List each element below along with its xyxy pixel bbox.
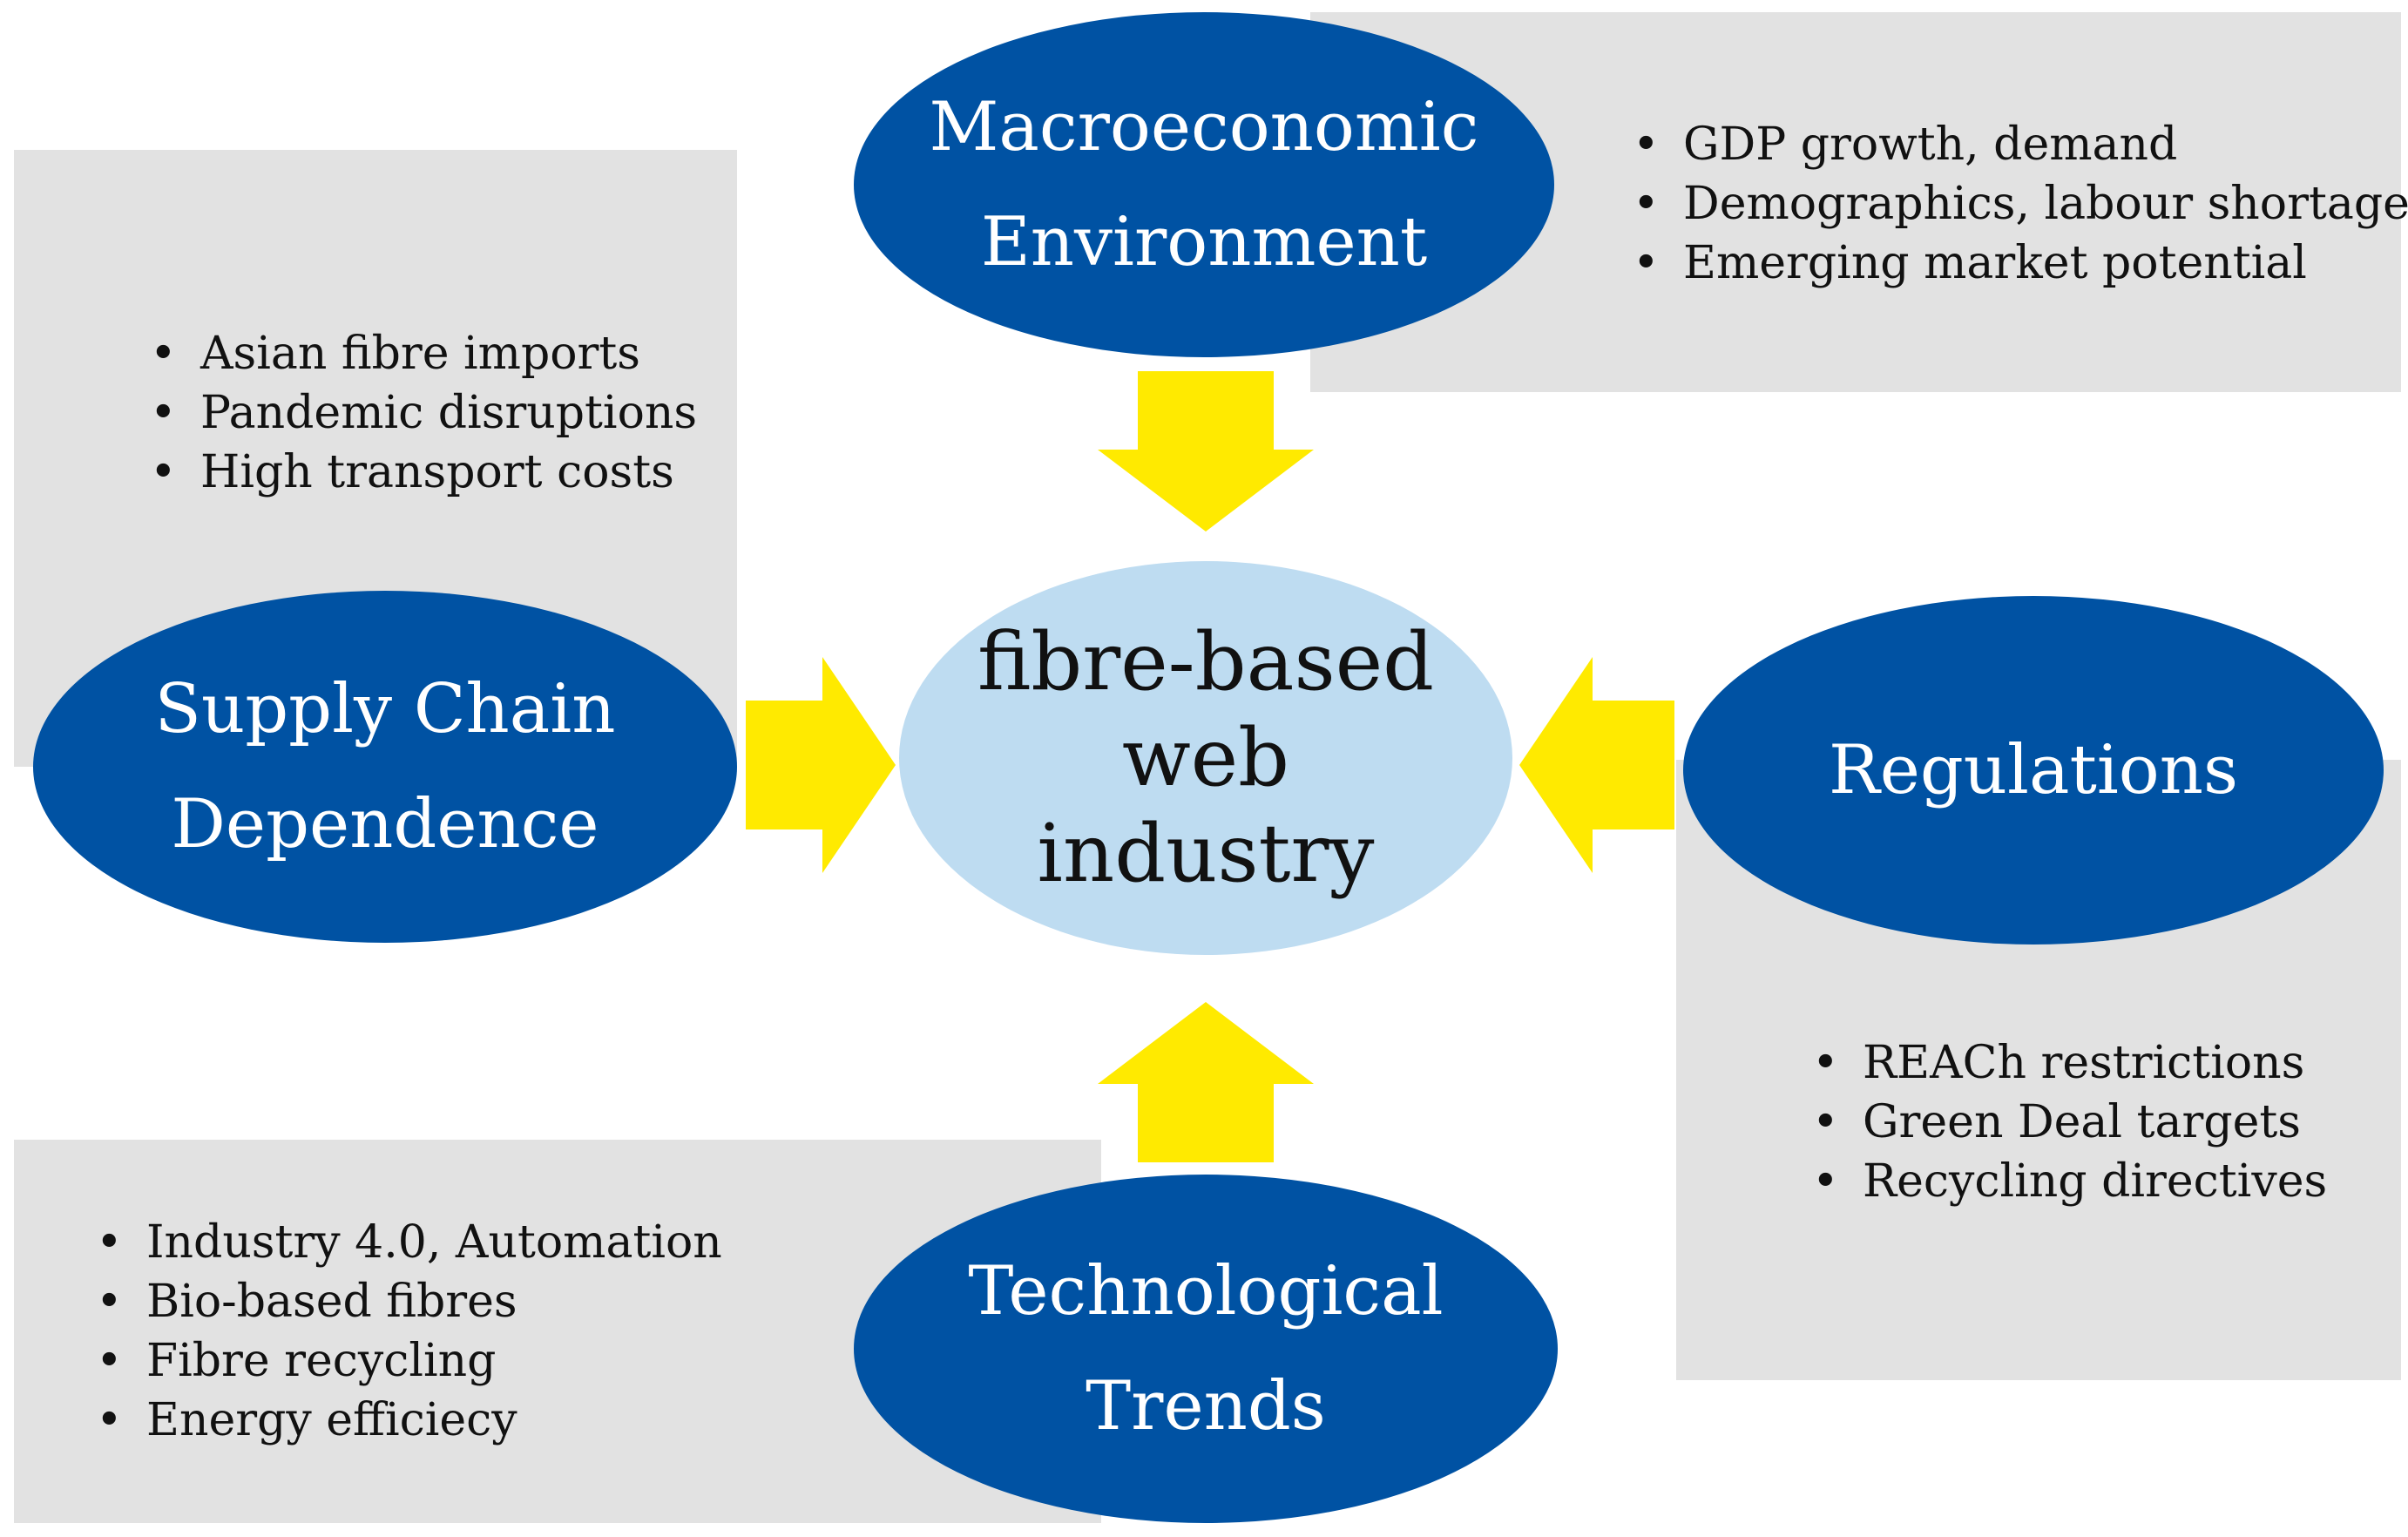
center-line: industry [1037,807,1375,900]
regulations-bullet-list: REACh restrictions Green Deal targets Re… [1809,1033,2327,1211]
arrow-left-shape [1519,657,1674,873]
tech-title-line: Technological [968,1252,1444,1330]
regulations-oval: Regulations [1683,596,2384,945]
tech-bullet-list: Industry 4.0, Automation Bio-based fibre… [92,1213,722,1450]
tech-title-line: Trends [1086,1367,1326,1446]
center-line: fibre-based [977,615,1435,708]
macro-bullet: Emerging market potential [1629,234,2408,293]
tech-oval: Technological Trends [854,1175,1558,1523]
regulations-bullet: Green Deal targets [1809,1093,2327,1152]
regulations-title-line: Regulations [1828,731,2239,809]
macro-bullet: Demographics, labour shortage [1629,174,2408,234]
tech-bullet: Industry 4.0, Automation [92,1213,722,1272]
regulations-bullet: Recycling directives [1809,1152,2327,1211]
supply-bullet: Asian fibre imports [146,324,697,383]
arrow-right-icon [746,657,896,873]
macro-oval: Macroeconomic Environment [854,12,1554,357]
tech-bullet: Bio-based fibres [92,1272,722,1331]
center-line: web [1121,711,1290,804]
center-hub: fibre-based web industry [899,561,1512,955]
arrow-left-icon [1519,657,1674,873]
macro-bullet: GDP growth, demand [1629,115,2408,174]
macro-title-line: Macroeconomic [929,88,1479,166]
supply-bullet: Pandemic disruptions [146,383,697,443]
arrow-down-icon [1098,371,1314,532]
supply-oval: Supply Chain Dependence [33,591,737,943]
arrow-up-icon [1098,1002,1314,1162]
macro-bullet-list: GDP growth, demand Demographics, labour … [1629,115,2408,293]
tech-bullet: Fibre recycling [92,1331,722,1391]
supply-bullet: High transport costs [146,443,697,502]
supply-title-line: Dependence [171,785,599,863]
arrow-up-shape [1098,1002,1314,1162]
arrow-right-shape [746,657,896,873]
regulations-bullet: REACh restrictions [1809,1033,2327,1093]
tech-bullet: Energy efficiecy [92,1391,722,1450]
macro-title-line: Environment [980,203,1428,281]
supply-title-line: Supply Chain [154,670,616,748]
arrow-down-shape [1098,371,1314,532]
supply-bullet-list: Asian fibre imports Pandemic disruptions… [146,324,697,502]
